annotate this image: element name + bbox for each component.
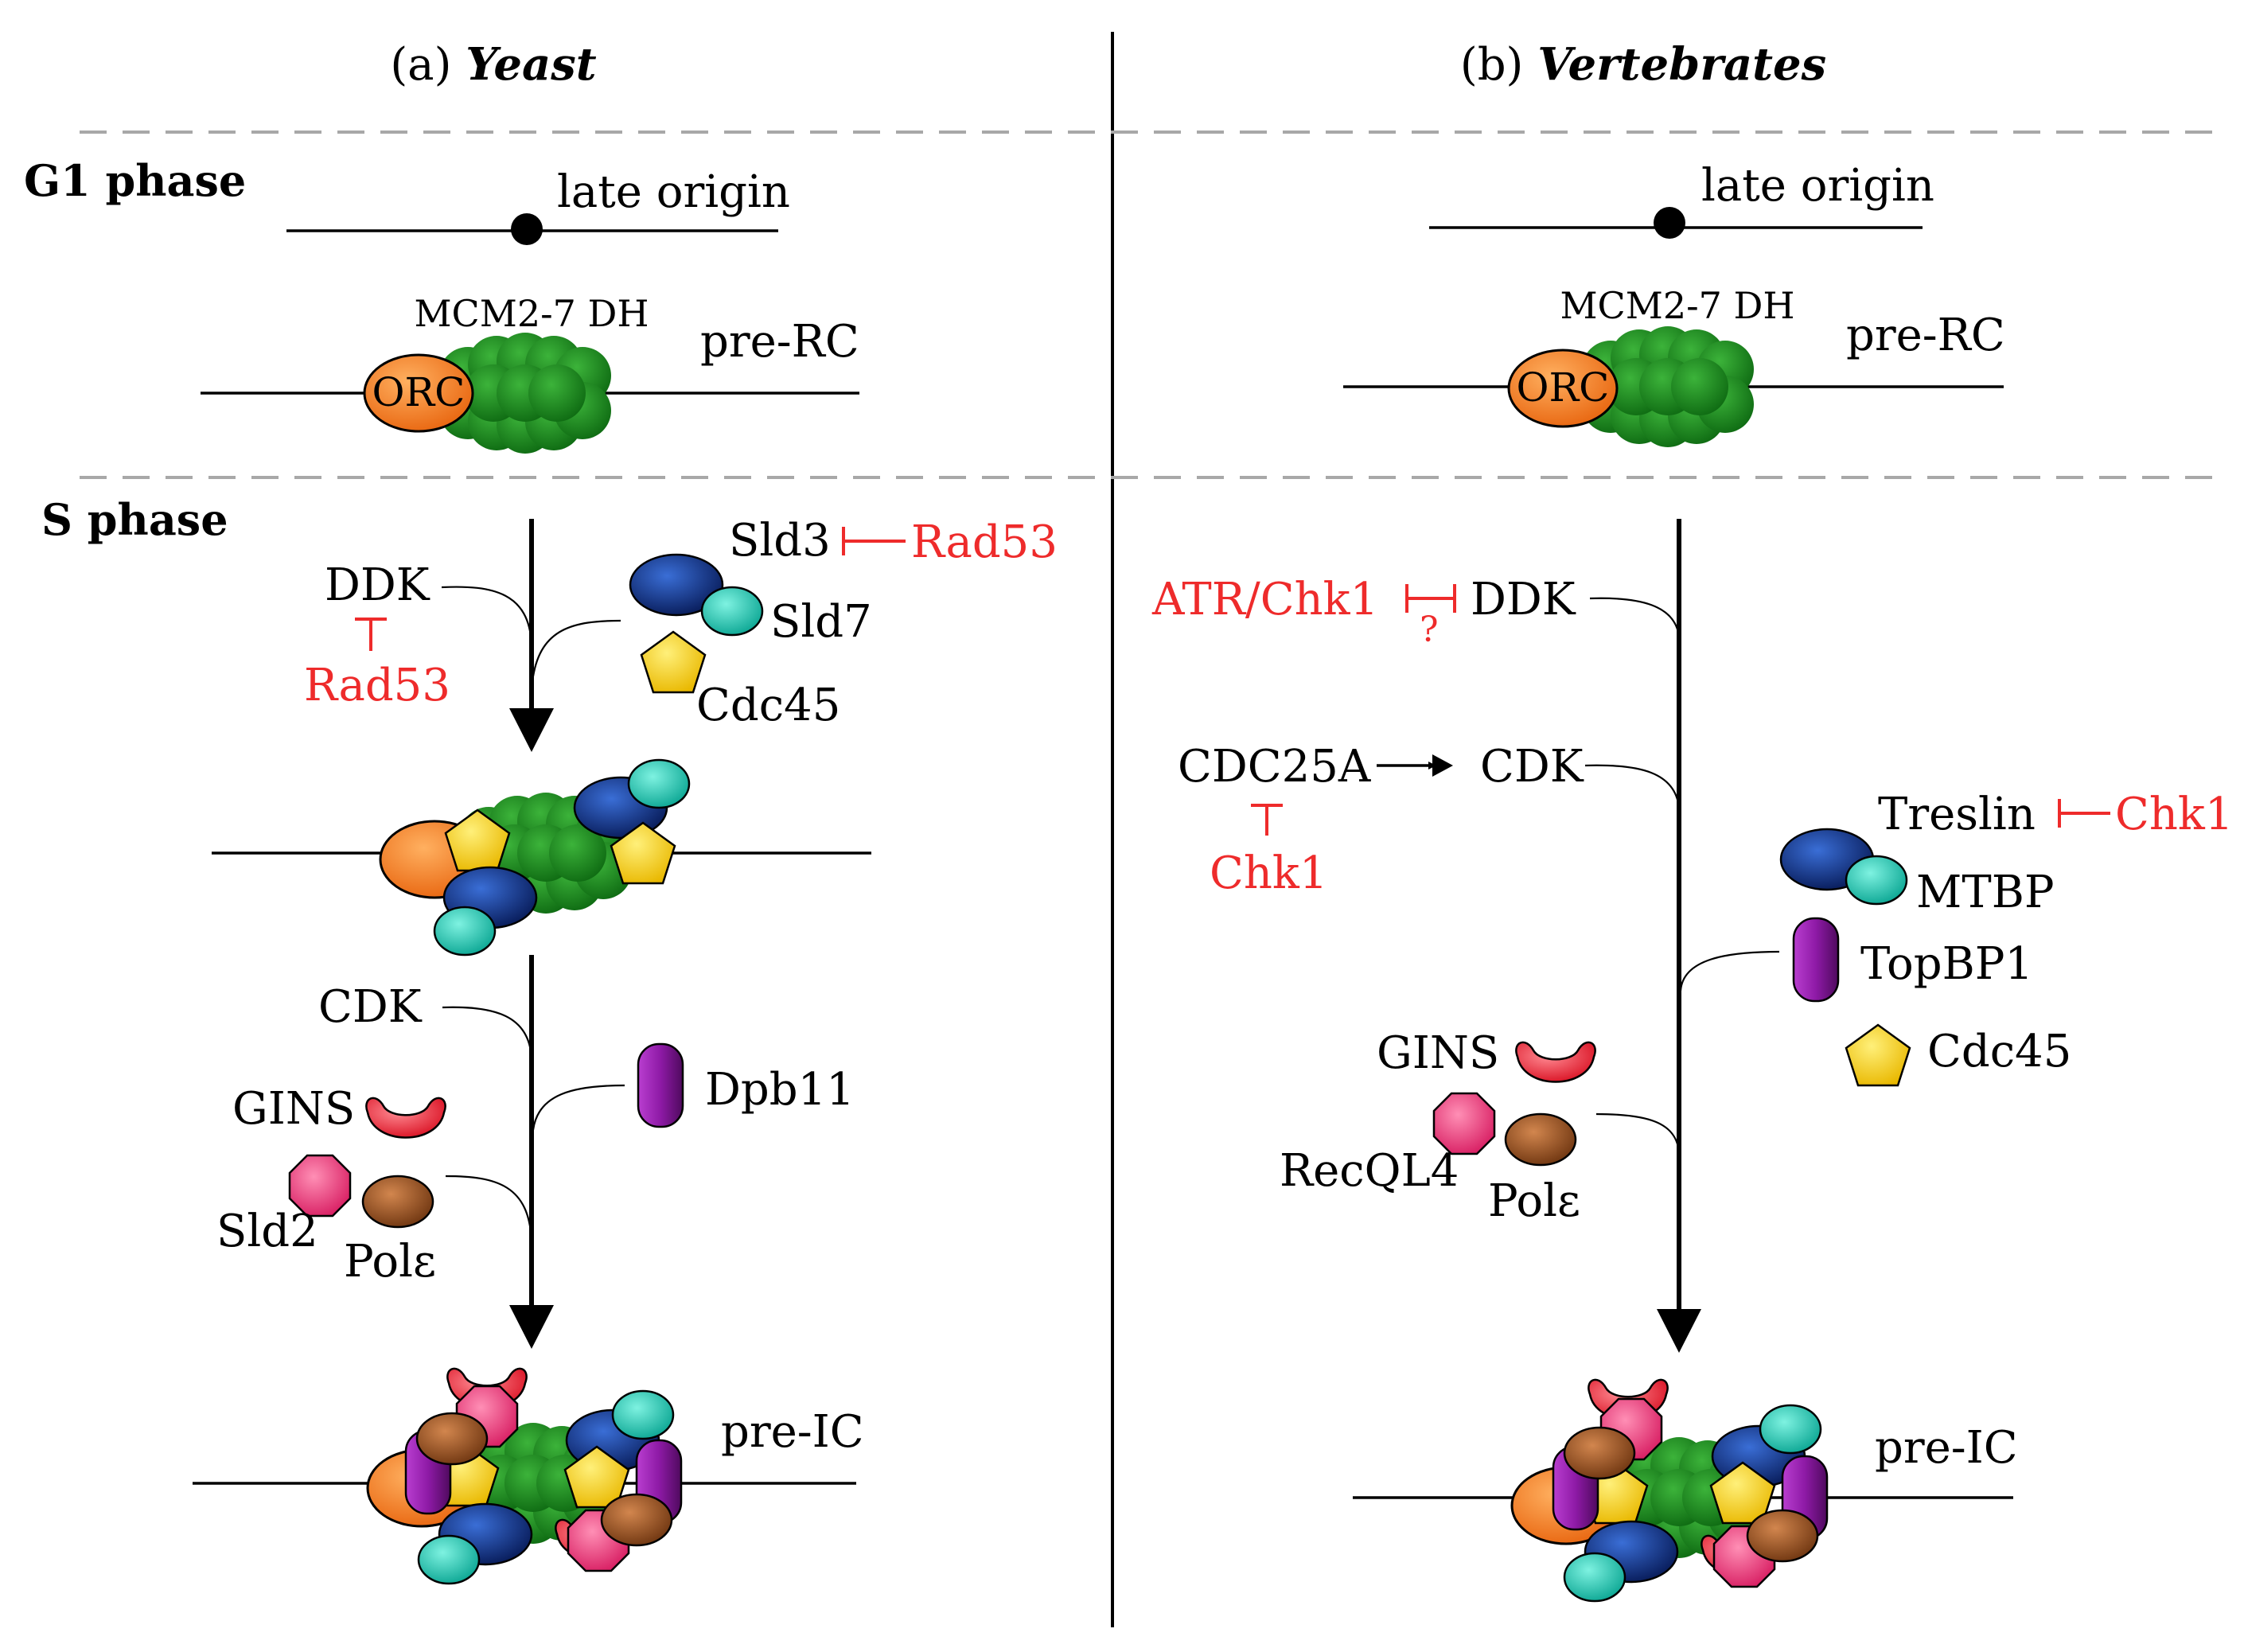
yeast-gins-connector xyxy=(445,1175,533,1242)
vert-cdk-label: CDK xyxy=(1480,741,1584,793)
vert-cdk-connector xyxy=(1584,764,1681,808)
vert-topbp1-connector xyxy=(1679,950,1780,992)
yeast-origin-label: late origin xyxy=(557,166,790,218)
yeast-sld3-label: Sld3 xyxy=(729,515,831,567)
yeast-preic-complex xyxy=(366,1367,683,1585)
vert-cdc45-label: Cdc45 xyxy=(1927,1026,2071,1077)
yeast-orc-shape xyxy=(363,353,474,433)
yeast-rad53-label-a: Rad53 xyxy=(911,516,1058,568)
g1-phase-label: G1 phase xyxy=(24,155,246,206)
yeast-intermediate-complex xyxy=(379,758,691,957)
s-phase-label: S phase xyxy=(41,494,228,545)
vert-preic-label: pre-IC xyxy=(1875,1422,2018,1474)
yeast-sld-connector xyxy=(532,619,621,677)
vert-ddk-label: DDK xyxy=(1471,574,1576,625)
yeast-arrowhead-2 xyxy=(509,1305,554,1349)
vert-origin-dot xyxy=(1654,207,1685,239)
yeast-prerc-label: pre-RC xyxy=(700,316,859,368)
vert-cdc25a-arrowhead xyxy=(1432,754,1453,777)
yeast-dpb11-label: Dpb11 xyxy=(705,1064,855,1116)
yeast-cdc45-label: Cdc45 xyxy=(696,680,840,731)
panel-b-name: Vertebrates xyxy=(1537,38,1826,91)
vert-recql4-label: RecQL4 xyxy=(1280,1145,1459,1197)
vert-preic-complex xyxy=(1510,1378,1829,1603)
vert-origin-label: late origin xyxy=(1701,160,1934,212)
vert-question-mark: ? xyxy=(1420,610,1439,650)
vert-cdc25a-label: CDC25A xyxy=(1178,741,1371,793)
yeast-origin-dot xyxy=(511,213,543,245)
vert-orc-shape xyxy=(1507,349,1619,428)
yeast-sld2-label: Sld2 xyxy=(216,1206,318,1257)
yeast-mcm-label: MCM2-7 DH xyxy=(414,292,649,335)
yeast-cdk-label: CDK xyxy=(318,981,423,1033)
panel-b-title: (b) Vertebrates xyxy=(1460,38,1826,91)
vert-chk1-label-a: Chk1 xyxy=(1210,847,1327,899)
yeast-dpb11-shape xyxy=(637,1042,684,1128)
yeast-sld7-label: Sld7 xyxy=(770,596,872,648)
vert-mtbp-shape xyxy=(1845,855,1908,906)
yeast-cdk-connector xyxy=(442,1006,533,1059)
panel-a-title: (a) Yeast xyxy=(390,38,596,91)
vert-pol-shape xyxy=(1504,1112,1577,1167)
vert-arrowhead xyxy=(1657,1309,1701,1353)
yeast-dpb11-connector xyxy=(532,1084,625,1131)
panel-a-name: Yeast xyxy=(466,38,597,91)
yeast-arrowhead-1 xyxy=(509,708,554,752)
yeast-ddk-connector xyxy=(441,586,533,645)
vert-orc-label: ORC xyxy=(1517,364,1610,411)
vert-gins-label: GINS xyxy=(1377,1027,1499,1079)
yeast-pol-shape xyxy=(361,1175,434,1229)
yeast-pol-label: Polε xyxy=(344,1236,436,1288)
vert-gins-connector xyxy=(1595,1112,1681,1155)
vert-mtbp-label: MTBP xyxy=(1916,867,2055,918)
yeast-gins-shape xyxy=(365,1097,446,1139)
yeast-cdc45-shape xyxy=(640,630,707,694)
vert-topbp1-shape xyxy=(1792,917,1840,1003)
panel-a-letter: (a) xyxy=(390,39,451,91)
yeast-gins-label: GINS xyxy=(232,1083,355,1135)
yeast-preic-label: pre-IC xyxy=(721,1406,864,1458)
vert-mcm-label: MCM2-7 DH xyxy=(1560,284,1794,327)
yeast-sld7-shape xyxy=(700,586,764,637)
vert-atr-label: ATR/Chk1 xyxy=(1151,574,1378,625)
vert-ddk-connector xyxy=(1589,597,1681,637)
vert-pol-label: Polε xyxy=(1488,1175,1580,1227)
vert-gins-shape xyxy=(1515,1041,1596,1083)
vert-prerc-label: pre-RC xyxy=(1846,310,2005,361)
yeast-rad53-label-b: Rad53 xyxy=(304,660,450,711)
vert-chk1-label-b: Chk1 xyxy=(2115,789,2233,840)
vert-treslin-label: Treslin xyxy=(1878,789,2036,840)
panel-b-letter: (b) xyxy=(1460,39,1524,91)
yeast-ddk-label: DDK xyxy=(325,559,430,611)
vert-topbp1-label: TopBP1 xyxy=(1860,938,2033,990)
vert-cdc45-shape xyxy=(1845,1023,1911,1087)
yeast-orc-label: ORC xyxy=(372,369,466,415)
